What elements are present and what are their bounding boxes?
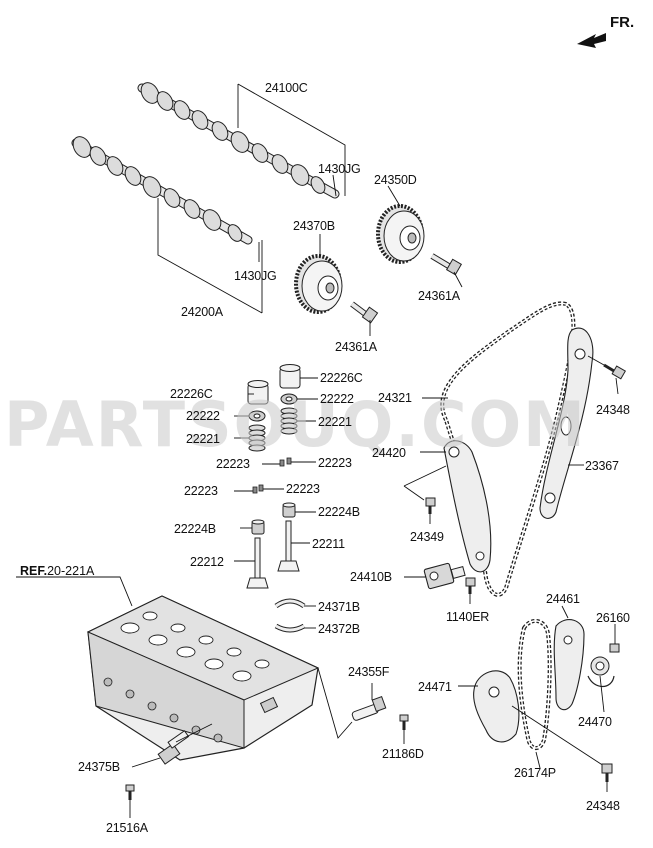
tensioner-bolt-1140er-icon [465, 577, 476, 604]
part-label-22224b-b: 22224B [318, 505, 360, 519]
leader-24470 [599, 675, 605, 713]
part-label-22223-a: 22223 [216, 457, 250, 471]
camshaft-24100c-bracket [237, 83, 346, 196]
valve-stem-seal-right-icon [282, 502, 296, 518]
part-label-22224b-a: 22224B [174, 522, 216, 536]
part-label-22222-a: 22222 [186, 409, 220, 423]
part-label-26160: 26160 [596, 611, 630, 625]
part-label-24350d: 24350D [374, 173, 417, 187]
part-label-21186d: 21186D [382, 747, 424, 761]
cam-position-sensor-icon [157, 723, 213, 765]
ref-leader-line [16, 576, 133, 607]
leader-24350d [387, 185, 401, 207]
reference-label: REF.20-221A [20, 564, 95, 578]
part-label-22222-b: 22222 [320, 392, 354, 406]
part-label-1430jg-b: 1430JG [234, 269, 277, 283]
timing-chain-guide-icon [539, 327, 594, 519]
guide-bolt-24348-b-icon [511, 705, 613, 792]
exhaust-valve-icon [246, 537, 269, 589]
part-label-1430jg-a: 1430JG [318, 162, 361, 176]
part-label-22223-d: 22223 [286, 482, 320, 496]
valve-cotter-icons [252, 457, 292, 494]
hydraulic-tensioner-icon [423, 562, 466, 590]
ocv-bolt-icon [399, 714, 409, 730]
oil-pump-tensioner-spring-icon [587, 643, 620, 688]
part-label-24470: 24470 [578, 715, 612, 729]
part-label-24361a-b: 24361A [335, 340, 378, 354]
part-label-21516a: 21516A [106, 821, 149, 835]
oil-pump-chain-tensioner-arm-icon [553, 619, 585, 711]
cylinder-head-icon [86, 595, 320, 761]
sprocket-bolt-24361a-b-icon [350, 301, 379, 336]
valve-spring-right-icon [280, 407, 298, 435]
part-label-26174p: 26174P [514, 766, 556, 780]
ocv-bracket-line [317, 667, 353, 739]
leader-24461 [561, 605, 569, 619]
tensioner-arm-bolt-icon [403, 465, 447, 524]
part-label-1140er: 1140ER [446, 610, 489, 624]
valve-spring-retainer-left-icon [248, 410, 266, 422]
watermark-text: PARTSOUQ.COM [4, 388, 587, 461]
sprocket-bolt-24361a-a-icon [430, 253, 463, 288]
part-label-22223-b: 22223 [318, 456, 352, 470]
part-label-22212: 22212 [190, 555, 224, 569]
part-label-24361a-a: 24361A [418, 289, 461, 303]
part-label-24100c: 24100C [265, 81, 308, 95]
part-label-22211: 22211 [312, 537, 345, 551]
valve-tappet-right-icon [279, 364, 301, 389]
camshaft-24200a-bracket [157, 198, 263, 314]
front-direction-arrow-icon [577, 33, 606, 48]
intake-camshaft-icon [137, 82, 340, 199]
valve-spring-left-icon [248, 424, 266, 452]
intake-cvvt-sprocket-icon [376, 204, 425, 264]
camshaft-bearing-lower-icon [274, 623, 306, 633]
part-label-22223-c: 22223 [184, 484, 218, 498]
part-label-22226c-a: 22226C [170, 387, 213, 401]
part-label-24420: 24420 [372, 446, 406, 460]
oil-pump-chain-guide-icon [473, 670, 520, 743]
part-label-24321: 24321 [378, 391, 412, 405]
timing-chain-tensioner-arm-icon [443, 440, 492, 573]
part-label-24371b: 24371B [318, 600, 360, 614]
oil-control-valve-icon [351, 696, 387, 721]
leader-1430jg-a [332, 174, 337, 197]
part-label-24372b: 24372B [318, 622, 360, 636]
camshaft-bearing-upper-icon [274, 598, 306, 609]
part-label-24200a: 24200A [181, 305, 224, 319]
exhaust-camshaft-icon [71, 136, 253, 245]
part-label-24348-a: 24348 [596, 403, 630, 417]
oil-pump-chain-icon [517, 618, 552, 750]
part-label-24370b: 24370B [293, 219, 335, 233]
part-label-24471: 24471 [418, 680, 452, 694]
part-label-22226c-b: 22226C [320, 371, 363, 385]
exhaust-cvvt-sprocket-icon [294, 254, 343, 314]
intake-valve-icon [277, 520, 300, 572]
part-label-24375b: 24375B [78, 760, 120, 774]
part-label-24355f: 24355F [348, 665, 390, 679]
part-label-24410b: 24410B [350, 570, 392, 584]
part-label-24349: 24349 [410, 530, 444, 544]
front-direction-label: FR. [610, 14, 634, 31]
part-label-24348-b: 24348 [586, 799, 620, 813]
sensor-bolt-icon [125, 784, 135, 800]
leader-26174p [535, 751, 541, 769]
valve-stem-seal-left-icon [251, 519, 265, 535]
part-label-23367: 23367 [585, 459, 619, 473]
part-label-24461: 24461 [546, 592, 580, 606]
guide-bolt-24348-a-icon [587, 355, 627, 395]
part-label-22221-b: 22221 [318, 415, 352, 429]
part-label-22221-a: 22221 [186, 432, 220, 446]
